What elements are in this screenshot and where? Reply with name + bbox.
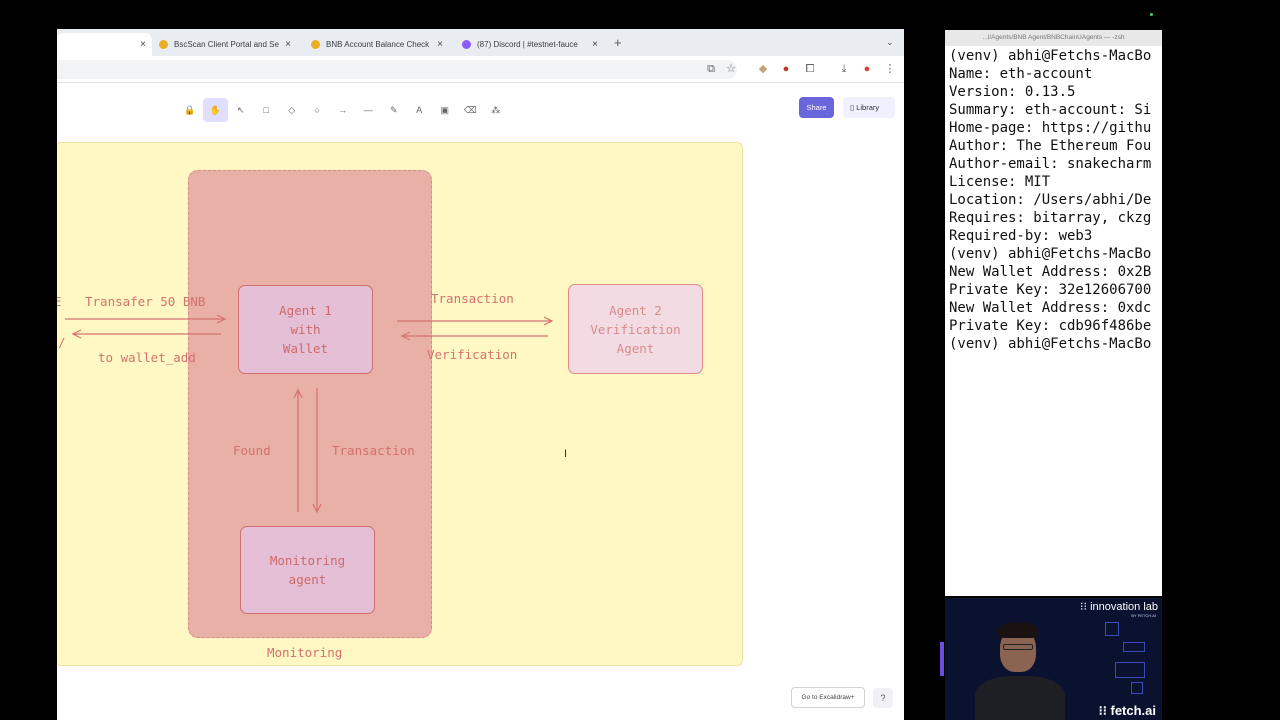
webcam-overlay: ⁝⁝ innovation lab BY FETCH.AI ⁝⁝ fetch.a… [945,598,1162,720]
profile-avatar-icon[interactable]: ● [863,63,871,75]
diamond-tool-icon[interactable]: ◇ [288,105,296,115]
close-icon[interactable]: × [592,39,598,50]
recording-indicator [1150,13,1153,16]
terminal-line: Version: 0.13.5 [949,84,1076,100]
new-tab-button[interactable]: + [614,35,622,50]
rectangle-tool-icon[interactable]: □ [263,105,269,115]
innovation-lab-text: innovation lab [1090,601,1158,613]
browser-window: × BscScan Client Portal and Se × BNB Acc… [57,29,904,720]
cut-label: E [57,294,62,309]
terminal-line: Home-page: https://githu [949,120,1152,136]
transfer-label[interactable]: Transafer 50 BNB [85,294,206,309]
line-tool-icon[interactable]: — [363,105,373,115]
bnb-favicon-icon [311,40,320,49]
fetch-ai-text: fetch.ai [1110,703,1156,718]
terminal-line: License: MIT [949,174,1051,190]
terminal-line: Requires: bitarray, ckzg [949,210,1152,226]
terminal-window[interactable]: ...l/Agents/BNB Agent/BNBChainUAgents — … [945,30,1162,596]
tab-bscscan[interactable]: BscScan Client Portal and Se × [153,33,297,56]
tab-strip: × BscScan Client Portal and Se × BNB Acc… [57,29,904,56]
innovation-lab-subtitle: BY FETCH.AI [1131,613,1156,618]
terminal-line: Private Key: 32e12606700 [949,282,1152,298]
terminal-line: Summary: eth-account: Si [949,102,1152,118]
terminal-line: Author: The Ethereum Fou [949,138,1152,154]
tab-search-button[interactable]: ⌄ [886,37,894,47]
bookmark-star-icon[interactable]: ☆ [726,63,736,75]
kebab-menu-icon[interactable]: ⋮ [884,63,896,75]
terminal-line: (venv) abhi@Fetchs-MacBo [949,246,1152,262]
extensions-puzzle-icon[interactable]: ⧠ [805,63,815,75]
extension-icon[interactable]: ● [782,63,790,75]
terminal-line: Name: eth-account [949,66,1093,82]
agent1-node[interactable]: Agent 1 with Wallet [238,285,373,374]
presenter-glasses [1003,644,1033,650]
presenter-body [975,676,1065,720]
arrow-tool-icon[interactable]: → [338,105,348,115]
go-to-excalidraw-plus-button[interactable]: Go to Excalidraw+ [791,687,865,708]
install-app-icon[interactable]: ⧉ [707,63,715,75]
draw-tool-icon[interactable]: ✎ [389,105,398,115]
bscscan-favicon-icon [159,40,168,49]
browser-toolbar: ⧉ ☆ ◆ ● ⧠ ⤓ ● ⋮ [57,56,904,83]
fetch-ai-logo: ⁝⁝ fetch.ai [1098,703,1156,718]
cut-label: / [58,335,66,350]
agent2-node[interactable]: Agent 2 Verification Agent [568,284,703,374]
found-label[interactable]: Found [233,443,271,458]
monitoring-frame-label[interactable]: Monitoring [267,645,343,660]
verification-label[interactable]: Verification [427,347,518,362]
to-wallet-label[interactable]: to wallet_add [98,350,196,365]
terminal-title: ...l/Agents/BNB Agent/BNBChainUAgents — … [945,30,1162,46]
close-icon[interactable]: × [285,39,291,50]
image-tool-icon[interactable]: ▣ [440,105,449,115]
library-label: Library [856,103,880,112]
circuit-decoration [1115,662,1145,678]
close-icon[interactable]: × [140,39,146,50]
lock-tool-icon[interactable]: 🔒 [184,105,196,115]
ellipse-tool-icon[interactable]: ○ [314,105,320,115]
tab-bnb-balance[interactable]: BNB Account Balance Check × [305,33,449,56]
help-button[interactable]: ? [873,688,893,708]
circuit-decoration [1105,622,1119,636]
more-tools-icon[interactable]: ⁂ [491,105,501,115]
terminal-line: (venv) abhi@Fetchs-MacBo [949,48,1152,64]
presenter-hair [998,622,1038,638]
terminal-line: Required-by: web3 [949,228,1093,244]
terminal-line: New Wallet Address: 0xdc [949,300,1152,316]
excalidraw-canvas[interactable]: 🔒 ✋ ↖ □ ◇ ○ → — ✎ A ▣ ⌫ ⁂ Share ▯ Librar… [57,84,904,720]
circuit-decoration [1131,682,1143,694]
tab-active[interactable]: × [57,33,152,56]
hand-tool-icon[interactable]: ✋ [202,98,228,122]
terminal-line: Location: /Users/abhi/De [949,192,1152,208]
library-button[interactable]: ▯ Library [843,97,895,118]
terminal-line: Private Key: cdb96f486be [949,318,1152,334]
tab-label: BscScan Client Portal and Se [174,40,279,49]
download-icon[interactable]: ⤓ [841,63,847,75]
extension-icon[interactable]: ◆ [758,63,768,75]
accent-bar [940,642,944,676]
innovation-lab-logo: ⁝⁝ innovation lab [1080,601,1158,613]
tab-label: (87) Discord | #testnet-fauce [477,40,578,49]
monitoring-agent-node[interactable]: Monitoring agent [240,526,375,614]
eraser-tool-icon[interactable]: ⌫ [463,105,477,115]
circuit-decoration [1123,642,1145,652]
terminal-line: Author-email: snakecharm [949,156,1152,172]
address-bar[interactable] [57,60,737,79]
terminal-line: (venv) abhi@Fetchs-MacBo [949,336,1152,352]
selection-tool-icon[interactable]: ↖ [236,105,245,115]
tab-label: BNB Account Balance Check [326,40,430,49]
share-button[interactable]: Share [799,97,834,118]
tab-discord[interactable]: (87) Discord | #testnet-fauce × [456,33,604,56]
transaction-side-label[interactable]: Transaction [332,443,415,458]
text-cursor-icon: I [564,448,568,460]
discord-favicon-icon [462,40,471,49]
text-tool-icon[interactable]: A [416,105,423,115]
transaction-label[interactable]: Transaction [431,291,514,306]
close-icon[interactable]: × [437,39,443,50]
terminal-line: New Wallet Address: 0x2B [949,264,1152,280]
excalidraw-toolbar: 🔒 ✋ ↖ □ ◇ ○ → — ✎ A ▣ ⌫ ⁂ [177,98,509,122]
